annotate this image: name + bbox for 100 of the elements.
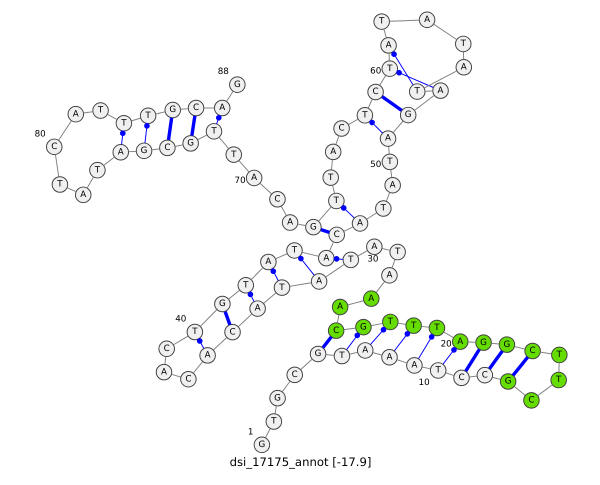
node-circle: A — [356, 342, 373, 359]
connector — [346, 300, 364, 306]
connector — [390, 51, 413, 86]
node-circle: G — [253, 436, 270, 454]
node-circle: T — [374, 200, 392, 217]
node-circle: T — [92, 102, 108, 119]
connector — [388, 146, 390, 154]
connector — [348, 118, 358, 126]
node-circle: G — [164, 102, 180, 118]
node-circle: A — [74, 186, 91, 204]
node-circle: G — [309, 346, 326, 362]
node-circle: C — [332, 120, 350, 137]
node-circle: A — [281, 214, 298, 231]
connector — [320, 228, 330, 234]
node-circle: A — [155, 364, 172, 380]
connector — [144, 123, 150, 144]
node-label: 40 — [174, 314, 186, 325]
node-circle: T — [372, 13, 390, 30]
connector — [390, 169, 392, 178]
node-circle: T — [139, 108, 156, 124]
connector — [375, 281, 385, 293]
node-circle: C — [328, 226, 344, 244]
node-circle: A — [67, 106, 84, 122]
node-circle: T — [273, 279, 290, 296]
connector — [332, 184, 334, 194]
node-circle: T — [186, 324, 203, 340]
connector — [196, 338, 204, 349]
connector — [238, 160, 249, 173]
connector — [343, 328, 356, 330]
connector — [262, 292, 276, 304]
connector — [468, 376, 477, 378]
node-circle: C — [452, 370, 470, 386]
connector — [86, 176, 94, 188]
node-circle: A — [324, 144, 341, 160]
connector — [270, 268, 278, 282]
connector — [381, 248, 390, 251]
node-circle: A — [310, 273, 327, 290]
connector — [432, 24, 457, 40]
connector — [264, 428, 270, 438]
node-label: 80 — [34, 129, 46, 140]
node-circle: A — [318, 250, 334, 266]
node-circle: A — [198, 347, 216, 364]
connector — [192, 361, 203, 374]
connector — [444, 372, 454, 376]
node-circle: T — [404, 317, 422, 334]
connector — [378, 75, 386, 86]
connector — [82, 111, 93, 114]
connector — [150, 148, 160, 150]
node-circle: A — [418, 12, 435, 28]
connector — [388, 52, 390, 62]
connector — [442, 332, 454, 338]
connector — [66, 187, 76, 192]
connector — [164, 356, 166, 365]
node-circle: A — [406, 357, 422, 374]
node-circle: A — [112, 144, 128, 161]
node-circle: C — [286, 366, 302, 384]
connector — [385, 192, 390, 202]
connector — [330, 159, 332, 170]
connector — [464, 348, 480, 372]
node-circle: A — [384, 176, 400, 194]
connector — [223, 311, 231, 326]
connector — [462, 51, 464, 60]
node-circle: T — [333, 348, 350, 364]
node-circle: T — [342, 252, 359, 268]
node-circle: G — [135, 142, 152, 160]
connector — [58, 120, 72, 141]
connector — [421, 366, 430, 370]
connector — [218, 136, 229, 149]
connector — [199, 309, 217, 327]
connector — [301, 252, 319, 257]
node-circle: G — [399, 106, 416, 124]
node-circle: T — [286, 242, 302, 259]
node-circle: G — [499, 373, 516, 390]
node-circle: C — [224, 324, 240, 340]
connector — [328, 242, 334, 252]
node-circle: C — [46, 138, 62, 156]
connector — [558, 362, 560, 373]
node-circle: G — [304, 218, 322, 236]
connector — [514, 346, 526, 350]
node-label: 50 — [370, 160, 381, 170]
connector — [106, 114, 117, 120]
node-circle: G — [268, 390, 286, 406]
connector — [298, 256, 314, 276]
connector — [382, 28, 386, 38]
node-circle: A — [379, 130, 396, 147]
connector — [280, 206, 286, 216]
node-circle: C — [327, 322, 344, 339]
node-circle: G — [214, 296, 230, 312]
connector — [397, 322, 406, 325]
node-circle: A — [380, 349, 398, 366]
connector — [370, 322, 383, 326]
node-circle: A — [245, 170, 262, 186]
node-circle: C — [476, 366, 493, 384]
connector — [300, 358, 312, 370]
node-circle: T — [225, 146, 242, 163]
connector — [324, 354, 334, 356]
connector — [536, 384, 552, 396]
node-circle: T — [51, 176, 68, 193]
connector — [366, 212, 377, 220]
node-label: 70 — [234, 176, 246, 186]
